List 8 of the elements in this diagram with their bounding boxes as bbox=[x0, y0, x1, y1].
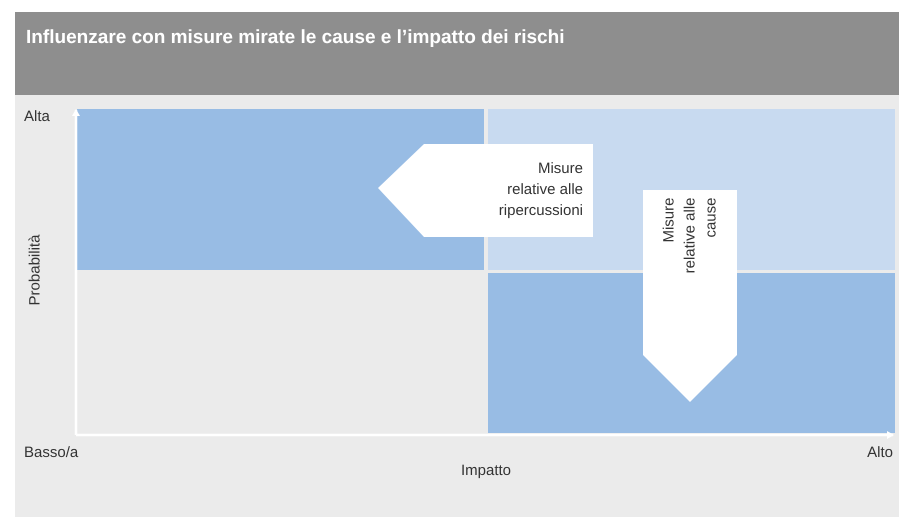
title: Influenzare con misure mirate le cause e l’impatto dei rischi bbox=[26, 27, 565, 49]
arrow-label: Misure relative alle ripercussioni bbox=[498, 159, 583, 221]
axis-label: Alta bbox=[24, 108, 50, 125]
arrow-label: Misure relative alle cause bbox=[660, 198, 720, 276]
axis-title: Probabilità bbox=[26, 234, 44, 306]
axis-label: Alto bbox=[867, 444, 893, 461]
axis-title: Impatto bbox=[460, 462, 512, 479]
axis-label: Basso/a bbox=[24, 444, 78, 461]
